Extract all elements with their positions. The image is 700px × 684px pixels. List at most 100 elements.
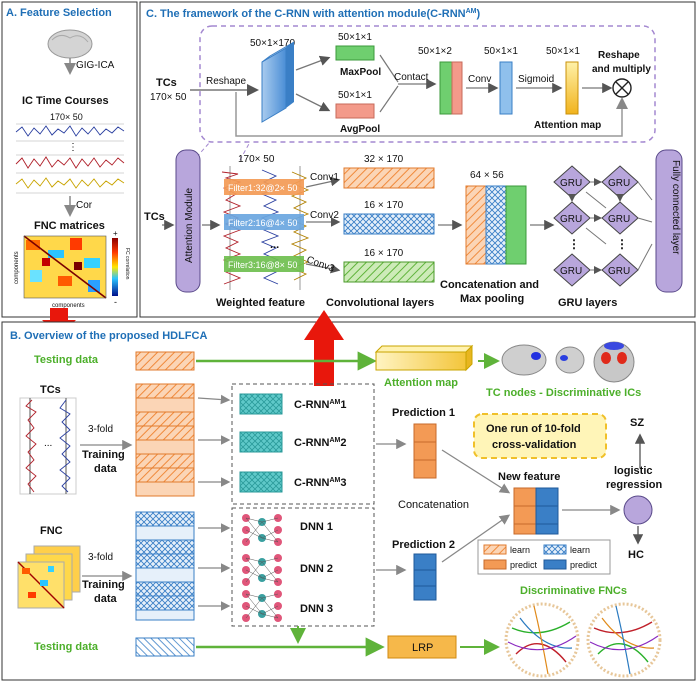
filter3-box <box>224 256 304 272</box>
prediction2-block <box>413 553 437 601</box>
concat-label1: Concatenation and <box>440 279 539 291</box>
tcs-label-c: TCs <box>156 77 177 89</box>
crnn3-label: C-RNNAM3 <box>294 477 346 489</box>
avgpool-block <box>335 103 375 119</box>
fnc-training-stack <box>135 511 195 621</box>
colorbar-label: FC correlation <box>124 248 130 280</box>
dnn-group-box <box>231 507 375 627</box>
conv2-label: Conv2 <box>310 210 339 221</box>
attention-module-detail-box <box>199 25 656 143</box>
conv-label-att: Conv <box>468 74 491 85</box>
gru-layers-label: GRU layers <box>558 297 617 309</box>
attention-map-label-c: Attention map <box>534 120 601 131</box>
time-course-traces <box>15 123 125 194</box>
tc-nodes-label: TC nodes - Discriminative ICs <box>486 387 641 399</box>
connectogram-left <box>504 602 580 678</box>
attention-module-block <box>175 149 201 293</box>
tcs-label-b: TCs <box>40 384 61 396</box>
contact-block <box>439 61 463 115</box>
cross-validation-box <box>473 413 607 459</box>
reshape-multiply-label2: and multiply <box>592 64 651 75</box>
one-run-2: cross-validation <box>492 439 577 451</box>
concat-maxpool-block <box>465 185 527 265</box>
legend-predict-blue-swatch <box>543 559 567 570</box>
colorbar-plus: + <box>113 229 118 238</box>
tcs-strip-image: ... <box>19 397 77 495</box>
contact-label: Contact <box>394 72 429 83</box>
training-tcs-1: Training <box>82 449 125 461</box>
training-fnc-2: data <box>94 593 118 605</box>
skip-connection <box>235 92 628 137</box>
gig-ica-label: GIG-ICA <box>76 60 115 71</box>
conv-layers-label: Convolutional layers <box>326 297 434 309</box>
fnc-label-b: FNC <box>40 525 63 537</box>
concatenation-label: Concatenation <box>398 499 469 511</box>
new-feature-label: New feature <box>498 471 560 483</box>
fnc-matrix-heatmap <box>23 235 118 299</box>
connectogram-right <box>586 602 662 678</box>
filter1-label: Filter1:32@2× 50 <box>228 183 297 193</box>
dim-conv: 50×1×1 <box>484 46 518 57</box>
maxpool-label: MaxPool <box>340 67 381 78</box>
legend-learn1: learn <box>510 545 530 555</box>
testing-tcs-block <box>135 351 195 371</box>
training-fnc-1: Training <box>82 579 125 591</box>
out1-dims: 32 × 170 <box>364 154 404 165</box>
sigmoid-label: Sigmoid <box>518 74 554 85</box>
tcs-training-stack <box>135 383 195 497</box>
legend-learn-blue-swatch <box>543 544 567 555</box>
concat-dims: 64 × 56 <box>470 170 504 181</box>
legend-predict-orange-swatch <box>483 559 507 570</box>
tcs-dims-c: 170× 50 <box>150 92 187 103</box>
gru-3-2: GRU <box>608 266 630 277</box>
legend-learn2: learn <box>570 545 590 555</box>
gru-grid <box>553 165 653 287</box>
dims-weighted: 170× 50 <box>238 154 275 165</box>
dnn2-label: DNN 2 <box>300 563 333 575</box>
crnn-group-box <box>231 383 375 505</box>
gru-dots-1: ⋮ <box>568 237 580 251</box>
gru-2-2: GRU <box>608 214 630 225</box>
fold-fnc: 3-fold <box>88 552 113 563</box>
panel-a-title: A. Feature Selection <box>6 7 112 19</box>
out2-dims: 16 × 170 <box>364 200 404 211</box>
sigmoid-block <box>565 61 579 115</box>
new-feature-block <box>513 487 559 535</box>
multiply-icon <box>612 78 632 98</box>
gru-1-2: GRU <box>608 178 630 189</box>
dim-contact: 50×1×2 <box>418 46 452 57</box>
maxpool-block <box>335 45 375 61</box>
panel-b-frame <box>1 321 696 681</box>
filter1-box <box>224 179 304 195</box>
fnc-matrices-label: FNC matrices <box>34 220 105 232</box>
avgpool-label: AvgPool <box>340 124 380 135</box>
legend-predict2: predict <box>570 560 598 570</box>
crnn1-block <box>239 393 283 415</box>
svg-text:...: ... <box>44 438 52 449</box>
weighted-feature-label: Weighted feature <box>216 297 305 309</box>
reshaped-tensor-block <box>261 41 295 123</box>
fold-tcs: 3-fold <box>88 424 113 435</box>
hc-label: HC <box>628 549 644 561</box>
dim-reshape: 50×1×170 <box>250 38 295 49</box>
gru-2-1: GRU <box>560 214 582 225</box>
testing-data-top: Testing data <box>34 354 99 366</box>
filter-ellipsis: ... <box>270 239 279 251</box>
crnn2-block <box>239 431 283 453</box>
sz-label: SZ <box>630 417 644 429</box>
out3-dims: 16 × 170 <box>364 248 404 259</box>
legend-learn-orange-swatch <box>483 544 507 555</box>
logistic-regression-node <box>623 495 653 525</box>
ic-time-courses-label: IC Time Courses <box>22 95 109 107</box>
conv3-output <box>343 261 435 283</box>
gru-3-1: GRU <box>560 266 582 277</box>
fc-layer-block <box>655 149 683 293</box>
gru-dots-2: ⋮ <box>616 237 628 251</box>
lrp-block <box>387 635 457 659</box>
dnn3-label: DNN 3 <box>300 603 333 615</box>
concat-label2: Max pooling <box>460 293 524 305</box>
dim-avgpool: 50×1×1 <box>338 90 372 101</box>
dnn1-label: DNN 1 <box>300 521 333 533</box>
tcs-label-c2: TCs <box>144 211 165 223</box>
